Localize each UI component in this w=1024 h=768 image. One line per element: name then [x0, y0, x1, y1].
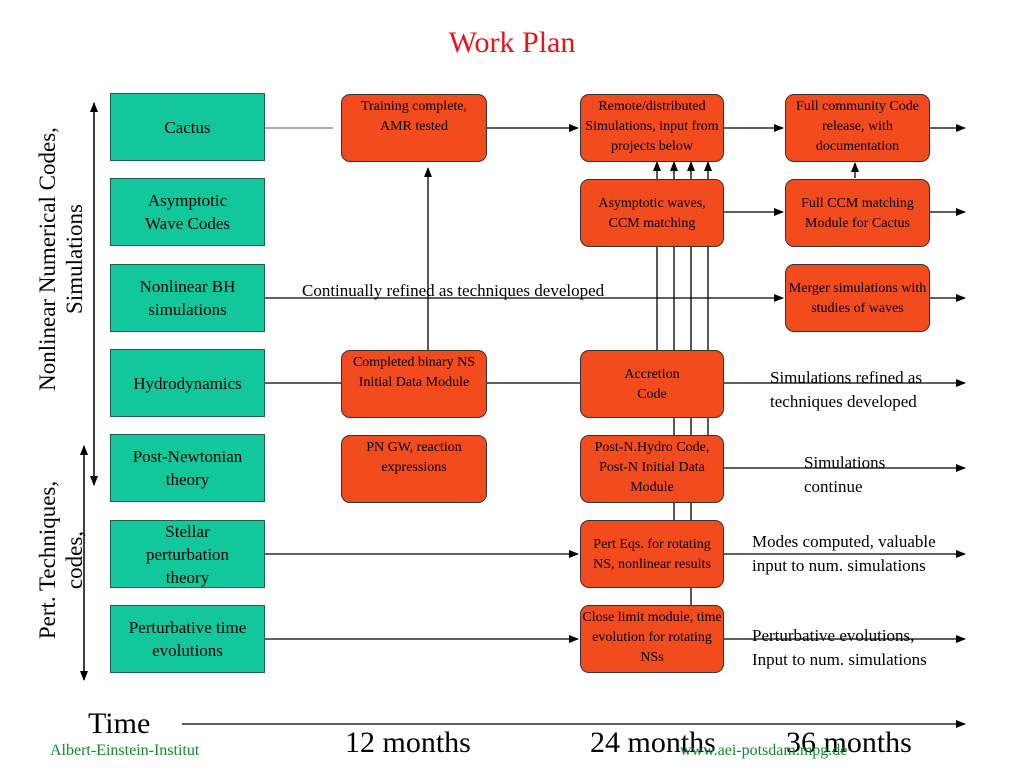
tick-12-months: 12 months	[345, 726, 471, 759]
milestone-pn-gw: PN GW, reaction expressions	[341, 435, 487, 503]
row-cactus: Cactus	[110, 93, 265, 161]
milestone-remote: Remote/distributed Simulations, input fr…	[580, 94, 724, 162]
footer-institute: Albert-Einstein-Institut	[50, 742, 200, 759]
row-perturbative-time-evolutions: Perturbative time evolutions	[110, 605, 265, 673]
milestone-binary-ns: Completed binary NS Initial Data Module	[341, 350, 487, 418]
annotation-perturbative-evolutions: Perturbative evolutions, Input to num. s…	[752, 626, 927, 669]
milestone-pert-eqs: Pert Eqs. for rotating NS, nonlinear res…	[580, 520, 724, 588]
annotation-continually-refined: Continually refined as techniques develo…	[302, 281, 605, 300]
row-asymptotic-wave-codes: Asymptotic Wave Codes	[110, 178, 265, 246]
milestone-merger: Merger simulations with studies of waves	[785, 264, 930, 332]
diagram-title: Work Plan	[448, 26, 576, 59]
tick-36-months: 36 months	[786, 726, 912, 759]
row-stellar-perturbation: Stellar perturbation theory	[110, 520, 265, 588]
milestone-post-n-hydro: Post-N.Hydro Code, Post-N Initial Data M…	[580, 435, 724, 503]
annotation-simulations-refined: Simulations refined as techniques develo…	[770, 368, 923, 411]
footer-url[interactable]: www.aei-potsdam.mpg.de	[680, 742, 848, 759]
milestone-training: Training complete, AMR tested	[341, 94, 487, 162]
milestone-asymptotic: Asymptotic waves, CCM matching	[580, 179, 724, 247]
annotation-modes-computed: Modes computed, valuable input to num. s…	[752, 532, 936, 575]
row-hydrodynamics: Hydrodynamics	[110, 349, 265, 417]
tick-24-months: 24 months	[590, 726, 716, 759]
milestone-community-release: Full community Code release, with docume…	[785, 94, 930, 162]
row-nonlinear-bh: Nonlinear BH simulations	[110, 264, 265, 332]
row-post-newtonian: Post-Newtonian theory	[110, 434, 265, 502]
milestone-ccm-module: Full CCM matching Module for Cactus	[785, 179, 930, 247]
milestone-close-limit: Close limit module, time evolution for r…	[580, 605, 724, 673]
annotation-simulations-continue: Simulations continue	[804, 453, 886, 496]
milestone-accretion: Accretion Code	[580, 350, 724, 418]
timeline-label: Time	[88, 707, 151, 740]
